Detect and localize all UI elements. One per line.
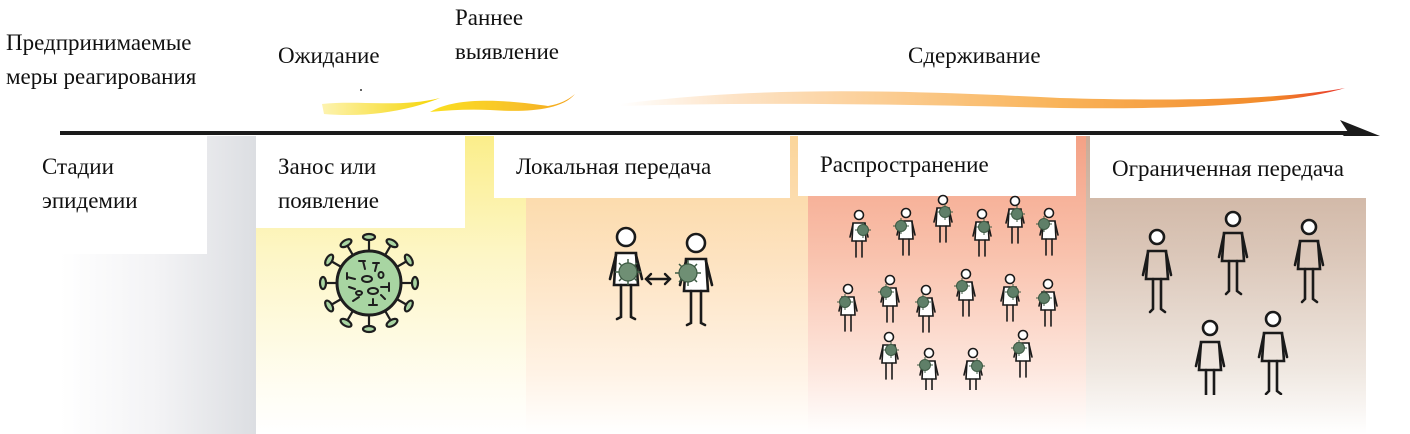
stage-introduction-line2: появление [278, 188, 380, 213]
virus-icon [318, 232, 420, 334]
stage-local-transmission-label: Локальная передача [516, 154, 712, 179]
measure-containment-label: Сдерживание [908, 43, 1041, 68]
measure-anticipation-label: Ожидание [278, 43, 380, 68]
stage-introduction-line1: Занос или [278, 154, 377, 179]
swoosh-containment [620, 88, 1345, 109]
response-row-label-line2: меры реагирования [6, 64, 197, 89]
stage-local-transmission-label-box: Локальная передача [494, 136, 790, 198]
swoosh-early-detection [430, 94, 575, 112]
stage-reduced-transmission-label: Ограниченная передача [1112, 156, 1344, 181]
stages-row-label-line1: Стадии [42, 154, 114, 179]
stages-row-label-box: Стадии эпидемии [0, 136, 207, 254]
measure-early-detection-line1: Раннее [455, 5, 524, 30]
bidirectional-arrow-icon [644, 272, 672, 286]
response-swooshes [322, 88, 1345, 116]
stage-reduced-transmission-label-box: Ограниченная передача [1090, 136, 1410, 198]
timeline-arrow-icon [1340, 120, 1380, 138]
two-people-transmission-icon [608, 226, 714, 327]
stage-amplification-label: Распространение [820, 152, 989, 177]
measure-early-detection-line2: выявление [455, 39, 559, 64]
crowd-infected-icon [836, 194, 1059, 390]
timeline-axis [60, 131, 1356, 135]
stage-introduction-label-box: Занос или появление [256, 136, 465, 228]
response-row-label: Предпринимаемые меры реагирования [6, 26, 196, 94]
swoosh-anticipation [322, 98, 440, 116]
stage-amplification-label-box: Распространение [798, 136, 1076, 196]
stages-row-label-line2: эпидемии [42, 188, 138, 213]
measure-early-detection-label: Раннее выявление [455, 1, 559, 69]
few-people-icon [1141, 210, 1325, 395]
response-row-label-line1: Предпринимаемые [6, 30, 192, 55]
